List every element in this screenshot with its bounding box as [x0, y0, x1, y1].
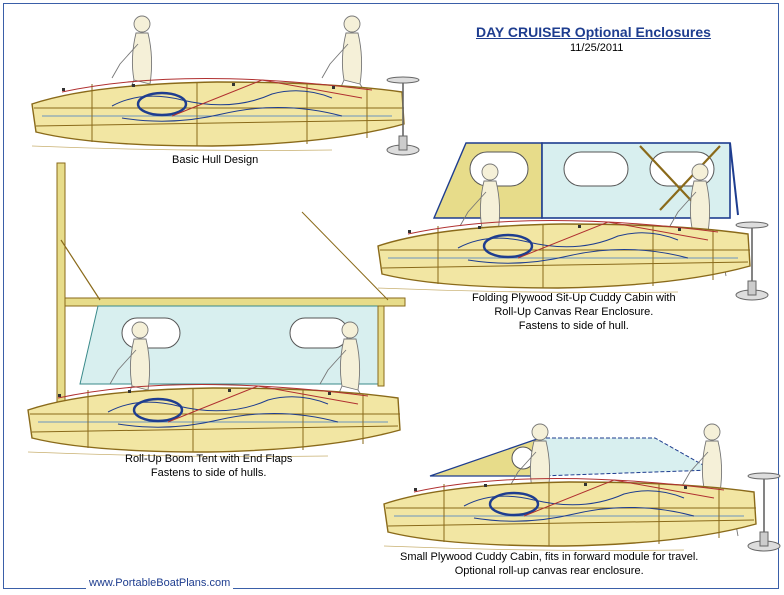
page-border	[3, 3, 779, 589]
basic-hull-drawing	[30, 15, 420, 156]
folding-cuddy-drawing	[376, 142, 769, 301]
caption-basic-line: Basic Hull Design	[172, 154, 259, 166]
caption-folding-line-3: Fastens to side of hull.	[518, 320, 629, 332]
small-cuddy-drawing	[382, 423, 781, 552]
caption-folding-line-1: Folding Plywood Sit-Up Cuddy Cabin with	[472, 292, 676, 304]
caption-boom-line-2: Fastens to side of hulls.	[150, 467, 267, 479]
caption-folding-line-2: Roll-Up Canvas Rear Enclosure.	[494, 306, 654, 318]
caption-small-line-2: Optional roll-up canvas rear enclosure.	[454, 565, 644, 577]
caption-folding-cuddy: Folding Plywood Sit-Up Cuddy Cabin with …	[472, 291, 676, 333]
caption-boom-tent: Roll-Up Boom Tent with End Flaps Fastens…	[125, 452, 292, 480]
caption-small-line-1: Small Plywood Cuddy Cabin, fits in forwa…	[400, 551, 699, 563]
caption-basic-hull: Basic Hull Design	[172, 153, 258, 167]
diagram-title: DAY CRUISER Optional Enclosures	[476, 24, 711, 40]
diagram-date: 11/25/2011	[570, 42, 624, 54]
caption-small-cuddy: Small Plywood Cuddy Cabin, fits in forwa…	[400, 550, 698, 578]
caption-boom-line-1: Roll-Up Boom Tent with End Flaps	[125, 453, 293, 465]
footer-url[interactable]: www.PortableBoatPlans.com	[86, 577, 234, 589]
boom-tent-drawing	[26, 162, 406, 458]
